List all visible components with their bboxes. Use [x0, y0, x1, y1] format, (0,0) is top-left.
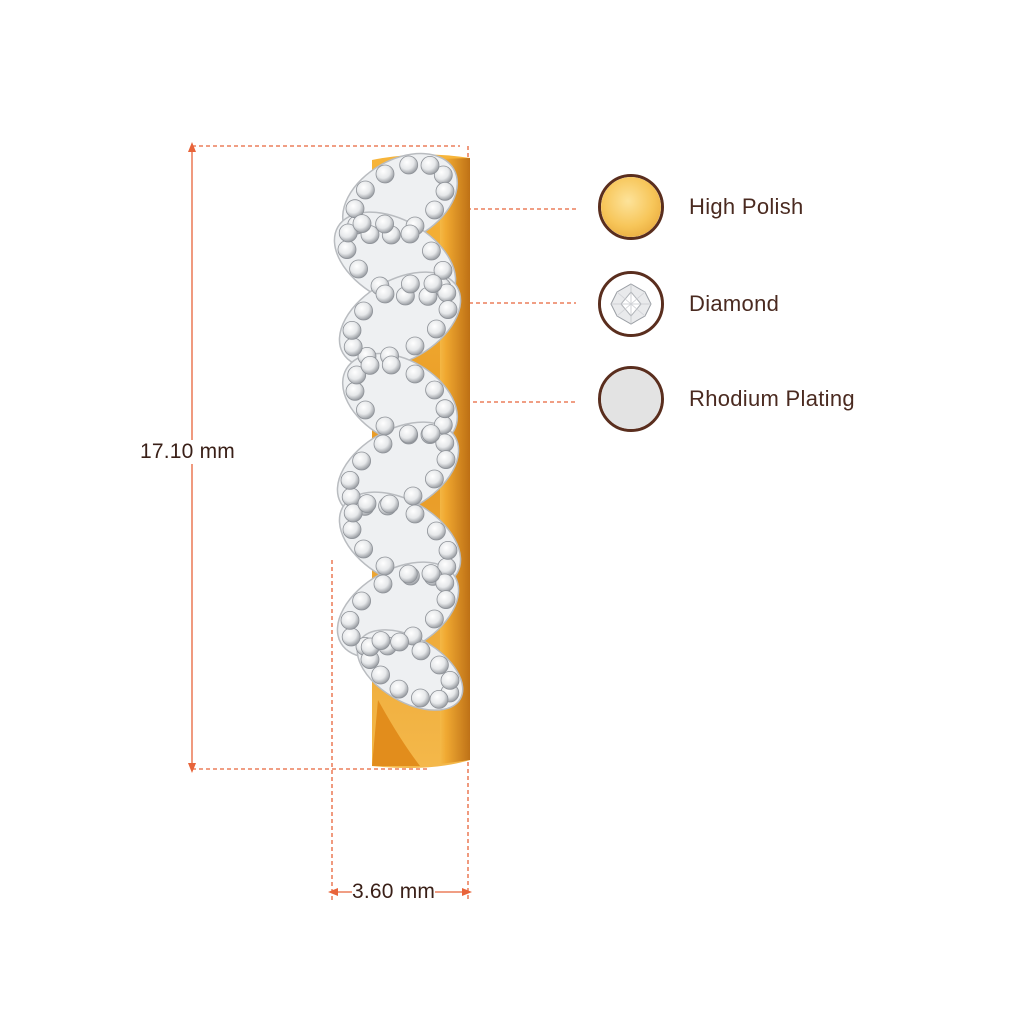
height-dimension-label: 17.10 mm — [140, 440, 235, 464]
diamond-stone — [398, 424, 418, 444]
diamond-stone — [355, 180, 375, 200]
diamond-stone — [426, 521, 446, 541]
diamond-stone — [420, 155, 440, 175]
diamond-stone — [340, 470, 360, 490]
diamond-stone — [338, 223, 358, 243]
diamond-stone — [345, 381, 365, 401]
diamond-stone — [340, 611, 360, 630]
diamond-stone — [400, 224, 420, 244]
diamond-stone — [352, 591, 372, 611]
diamond-stone — [411, 641, 431, 661]
diamond-stone — [421, 424, 441, 444]
diamond-stone — [398, 564, 418, 584]
diamond-stone — [424, 469, 444, 489]
diamond-stone — [354, 301, 374, 321]
diamond-stone — [421, 241, 441, 261]
diamond-stone — [375, 284, 395, 304]
diamond-stone — [341, 487, 361, 507]
diamond-stone — [349, 259, 369, 279]
diamond-stone — [352, 214, 372, 234]
diamond-stone — [399, 155, 419, 175]
diamond-stone — [352, 451, 372, 471]
diamond-stone — [341, 627, 361, 647]
diamond-stone — [375, 164, 395, 184]
pave-diamonds — [337, 155, 460, 709]
diamond-stone — [438, 300, 458, 320]
diamond-stone — [360, 355, 380, 375]
legend-item-rhodium-plating: Rhodium Plating — [598, 366, 958, 438]
diamond-stone — [429, 655, 449, 675]
diamond-stone — [375, 416, 395, 436]
diamond-stone — [425, 200, 445, 220]
diamond-stone — [435, 399, 455, 419]
diamond-stone — [380, 494, 400, 514]
diamond-stone — [371, 631, 391, 650]
legend-label: Diamond — [689, 291, 780, 316]
diamond-stone — [343, 503, 363, 523]
diamond-stone — [429, 690, 449, 709]
diamond-stone — [433, 260, 453, 280]
diamond-stone — [435, 181, 455, 201]
diamond-stone — [438, 541, 458, 560]
width-dimension-label: 3.60 mm — [352, 880, 436, 904]
diamond-stone — [373, 574, 393, 594]
diamond-stone — [405, 364, 425, 384]
diamond-stone — [421, 564, 441, 583]
diamond-stone — [354, 539, 374, 559]
diamond-stone — [440, 671, 460, 690]
diamond-stone — [375, 556, 395, 576]
gold-swatch-icon — [598, 174, 664, 240]
diamond-stone — [381, 355, 401, 375]
diamond-stone — [403, 486, 423, 506]
legend-label: High Polish — [689, 194, 804, 219]
diamond-stone — [337, 240, 357, 260]
diamond-stone — [371, 665, 391, 685]
diamond-stone — [436, 450, 456, 470]
diamond-stone — [400, 274, 420, 294]
diamond-stone — [405, 336, 425, 356]
diamond-swatch-icon — [598, 271, 664, 337]
diamond-stone — [425, 380, 445, 400]
legend-item-diamond: Diamond — [598, 271, 958, 343]
legend-item-high-polish: High Polish — [598, 174, 958, 246]
diamond-stone — [436, 590, 456, 609]
diamond-stone — [342, 520, 362, 539]
diamond-stone — [375, 214, 395, 234]
diamond-stone — [347, 365, 367, 385]
diamond-stone — [410, 688, 430, 708]
diamond-stone — [342, 320, 362, 340]
diamond-stone — [423, 274, 443, 294]
diamond-stone — [426, 319, 446, 339]
diamond-stone — [390, 632, 410, 652]
diamond-stone — [355, 400, 375, 420]
diamond-stone — [343, 337, 363, 357]
legend-label: Rhodium Plating — [689, 386, 855, 411]
diamond-stone — [424, 609, 444, 629]
diamond-stone — [373, 434, 393, 454]
rhodium-swatch-icon — [598, 366, 664, 432]
diamond-stone — [389, 679, 409, 699]
diamond-stone — [357, 494, 377, 514]
diamond-stone — [405, 504, 425, 524]
